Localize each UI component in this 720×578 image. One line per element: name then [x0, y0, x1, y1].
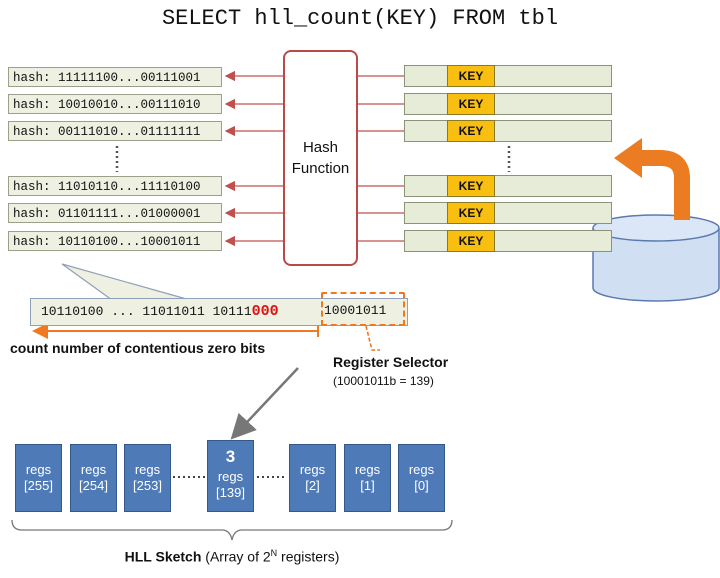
register: regs[1]: [344, 444, 391, 512]
register-label: regs: [408, 462, 435, 477]
register-selector-box: [321, 292, 405, 326]
hash-value: hash: 01101111...01000001: [8, 203, 222, 223]
key-cell: KEY: [447, 202, 495, 224]
sketch-caption-sup: N: [270, 548, 278, 558]
key-cell: KEY: [447, 65, 495, 87]
key-cell: KEY: [447, 175, 495, 197]
register-label: regs: [25, 462, 52, 477]
hash-value: hash: 10110100...10001011: [8, 231, 222, 251]
register: regs[254]: [70, 444, 117, 512]
key-cell: KEY: [447, 93, 495, 115]
register-index: [0]: [414, 478, 429, 493]
register-label: regs: [134, 462, 161, 477]
key-cell: KEY: [447, 120, 495, 142]
register-index: [139]: [216, 485, 245, 500]
register-index: [254]: [79, 478, 108, 493]
sketch-brace: [11, 519, 453, 541]
register-index: [255]: [24, 478, 53, 493]
hash-value: hash: 11010110...11110100: [8, 176, 222, 196]
register-selector-detail: (10001011b = 139): [333, 374, 434, 388]
table-row: KEY: [404, 93, 612, 115]
register: regs[253]: [124, 444, 171, 512]
register-value: 3: [225, 447, 236, 466]
sketch-caption-bold: HLL Sketch: [124, 548, 202, 565]
register-label: regs: [217, 469, 244, 484]
selector-bits: 10001011: [324, 303, 387, 318]
sketch-caption: HLL Sketch (Array of 2N registers): [0, 548, 464, 565]
hash-function-label: Function: [291, 160, 350, 177]
sketch-caption-text: (Array of 2: [201, 548, 271, 565]
upload-arrow-icon: [614, 138, 690, 220]
register-label: regs: [354, 462, 381, 477]
table-row: KEY: [404, 230, 612, 252]
hash-value: hash: 10010010...00111010: [8, 94, 222, 114]
zero-bits-caption: count number of contentious zero bits: [10, 340, 266, 356]
database-icon: [592, 214, 720, 302]
callout-pointer: [61, 263, 191, 301]
table-row: KEY: [404, 202, 612, 224]
register-index: [1]: [360, 478, 375, 493]
bitstring-prefix: 10110100 ... 11011011 10111: [41, 304, 252, 319]
hash-bitstring: 10110100 ... 11011011 10111000: [30, 298, 408, 326]
table-row: KEY: [404, 175, 612, 197]
hash-value: hash: 00111010...01111111: [8, 121, 222, 141]
page-title: SELECT hll_count(KEY) FROM tbl: [161, 6, 559, 31]
register: regs[2]: [289, 444, 336, 512]
trailing-zeros: 000: [251, 303, 279, 320]
register-index: [2]: [305, 478, 320, 493]
register-label: regs: [299, 462, 326, 477]
sketch-caption-end: registers): [277, 548, 340, 565]
register-selector-label: Register Selector: [333, 354, 449, 370]
register-index: [253]: [133, 478, 162, 493]
register-selected: 3 regs[139]: [207, 440, 254, 512]
table-row: KEY: [404, 65, 612, 87]
hash-function-label: Hash: [302, 139, 338, 156]
register: regs[0]: [398, 444, 445, 512]
table-row: KEY: [404, 120, 612, 142]
selector-to-register-arrow: [230, 367, 299, 440]
hash-value: hash: 11111100...00111001: [8, 67, 222, 87]
register: regs[255]: [15, 444, 62, 512]
key-cell: KEY: [447, 230, 495, 252]
register-label: regs: [80, 462, 107, 477]
